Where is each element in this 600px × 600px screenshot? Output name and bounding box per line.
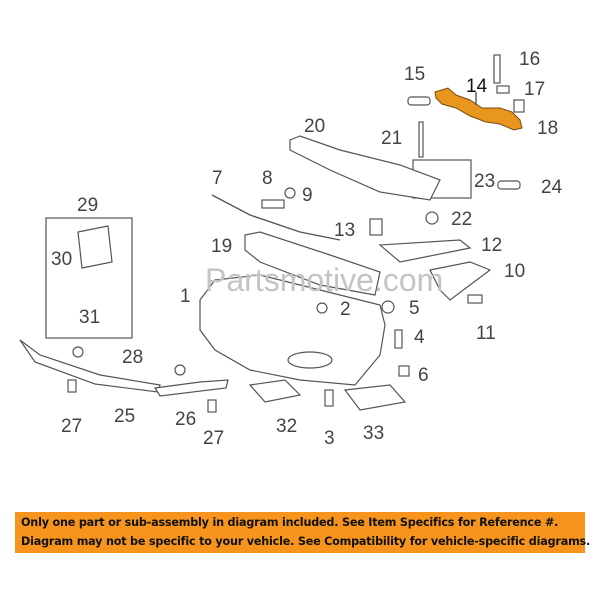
callout-11: 11 (476, 323, 496, 344)
callout-3: 3 (324, 428, 335, 449)
callout-14: 14 (466, 76, 488, 97)
callouts: 1 2 3 4 5 6 7 8 9 10 11 12 13 14 15 16 1… (51, 49, 563, 449)
callout-31: 31 (79, 307, 100, 328)
callout-8: 8 (262, 168, 273, 189)
callout-13: 13 (334, 220, 355, 241)
callout-12: 12 (481, 235, 502, 256)
callout-6: 6 (418, 365, 429, 386)
callout-9: 9 (302, 185, 313, 206)
callout-29: 29 (77, 195, 98, 216)
callout-4: 4 (414, 327, 425, 348)
callout-24: 24 (541, 177, 563, 198)
part-26-molding (153, 379, 229, 397)
part-33-fog-bezel (343, 384, 407, 411)
callout-2: 2 (340, 299, 351, 320)
callout-20: 20 (304, 116, 325, 137)
part-27-pin-a (67, 379, 77, 393)
callout-1: 1 (180, 286, 191, 307)
part-16-bolt (493, 54, 501, 84)
callout-30: 30 (51, 249, 72, 270)
part-20-absorber (289, 135, 441, 201)
callout-28: 28 (122, 347, 143, 368)
part-2-push-pin (316, 302, 328, 314)
callout-19: 19 (211, 236, 232, 257)
part-28-clip-a (72, 346, 84, 358)
part-27-pin-b (207, 399, 217, 413)
part-13-clip (369, 218, 383, 236)
callout-22: 22 (451, 209, 472, 230)
part-9-pin (284, 187, 296, 199)
disclaimer-line-2: Diagram may not be specific to your vehi… (21, 535, 591, 548)
callout-33: 33 (363, 423, 384, 444)
license-bracket (77, 225, 113, 269)
part-11-bolt (467, 294, 483, 304)
part-5-nut (381, 300, 395, 314)
watermark: Partsmotive.com (205, 262, 443, 298)
fog-opening (287, 351, 333, 369)
part-24-bolt (497, 180, 521, 190)
callout-21: 21 (381, 128, 402, 149)
part-17-clip (496, 85, 510, 94)
callout-5: 5 (409, 298, 420, 319)
callout-16: 16 (519, 49, 540, 70)
disclaimer-line-1: Only one part or sub-assembly in diagram… (21, 516, 559, 529)
callout-10: 10 (504, 261, 525, 282)
part-32-fog-bezel (248, 379, 302, 403)
part-10-bracket (429, 261, 492, 301)
part-15-bolt (407, 96, 431, 106)
part-28-clip-b (174, 364, 186, 376)
callout-26: 26 (175, 409, 196, 430)
callout-27a: 27 (61, 416, 82, 437)
callout-27b: 27 (203, 428, 224, 449)
part-12-bracket (378, 239, 472, 263)
callout-18: 18 (537, 118, 558, 139)
part-1-bumper-cover (199, 274, 386, 386)
callout-15: 15 (404, 64, 425, 85)
disclaimer-banner: Only one part or sub-assembly in diagram… (15, 512, 591, 553)
part-7-strip (211, 194, 341, 241)
callout-23: 23 (474, 171, 495, 192)
callout-7: 7 (212, 168, 223, 189)
part-14-bracket (434, 87, 523, 131)
part-18-nut (513, 99, 525, 113)
callout-32: 32 (276, 416, 297, 437)
callout-17: 17 (524, 79, 545, 100)
callout-25: 25 (114, 406, 135, 427)
part-22-nut (425, 211, 439, 225)
part-19-grille (244, 231, 381, 296)
part-3-pin (324, 389, 334, 407)
part-6-clip (398, 365, 410, 377)
part-4-bolt (394, 329, 403, 349)
part-8-clip (261, 199, 285, 209)
part-21-bolt (418, 121, 424, 158)
